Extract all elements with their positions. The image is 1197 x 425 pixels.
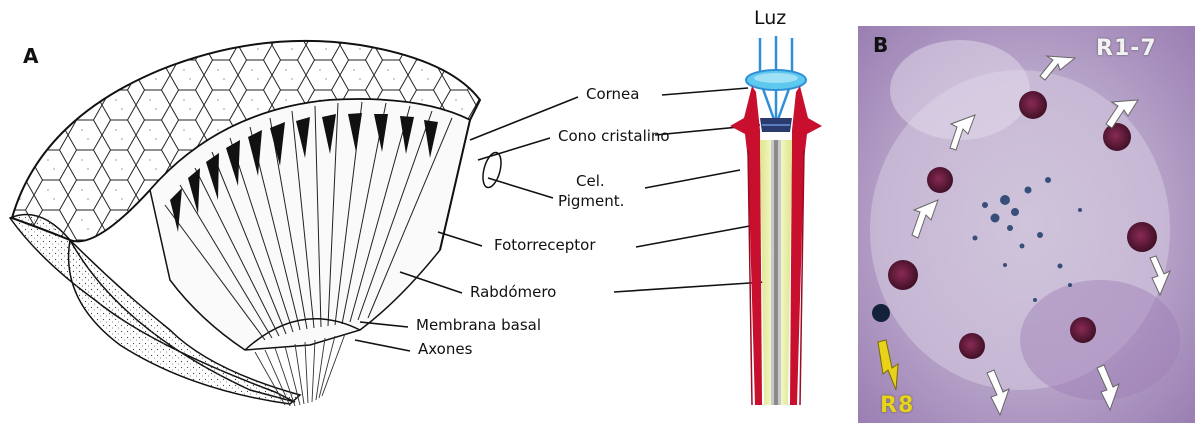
label-rabdomero: Rabdómero	[470, 283, 556, 301]
label-cono-cristalino: Cono cristalino	[558, 127, 670, 145]
label-membrana-basal: Membrana basal	[416, 316, 541, 334]
nucleus-r2	[1103, 123, 1131, 151]
leader-fotorreceptor	[438, 232, 482, 246]
leader-rabdomero-right	[614, 282, 765, 292]
leader-cornea-right	[662, 88, 748, 95]
nucleus-r4	[1127, 222, 1157, 252]
micrograph	[858, 26, 1195, 423]
nucleus-r1	[1019, 91, 1047, 119]
panel-letter-a: A	[23, 44, 38, 68]
label-cel: Cel.	[576, 172, 605, 190]
label-luz: Luz	[754, 7, 786, 29]
leader-cel	[488, 178, 553, 198]
nucleus-r5	[888, 260, 918, 290]
pigment-cell-right	[790, 86, 822, 405]
leader-cono	[478, 138, 550, 160]
panel-letter-b: B	[873, 33, 888, 57]
label-r1-7: R1-7	[1096, 36, 1157, 61]
nucleus-r6	[959, 333, 985, 359]
leader-fotorreceptor-right	[636, 225, 755, 247]
nucleus-r7	[1070, 317, 1096, 343]
nucleus-r3	[927, 167, 953, 193]
label-pigment: Pigment.	[558, 192, 624, 210]
label-fotorreceptor: Fotorreceptor	[494, 236, 596, 254]
nucleus-r8	[872, 304, 890, 322]
label-r8: R8	[880, 393, 914, 418]
leader-axones	[355, 340, 410, 351]
leader-cel-right	[645, 170, 740, 188]
pigment-cell-left	[730, 86, 762, 405]
ommatidium-schematic	[730, 36, 822, 405]
label-cornea: Cornea	[586, 85, 639, 103]
label-axones: Axones	[418, 340, 472, 358]
